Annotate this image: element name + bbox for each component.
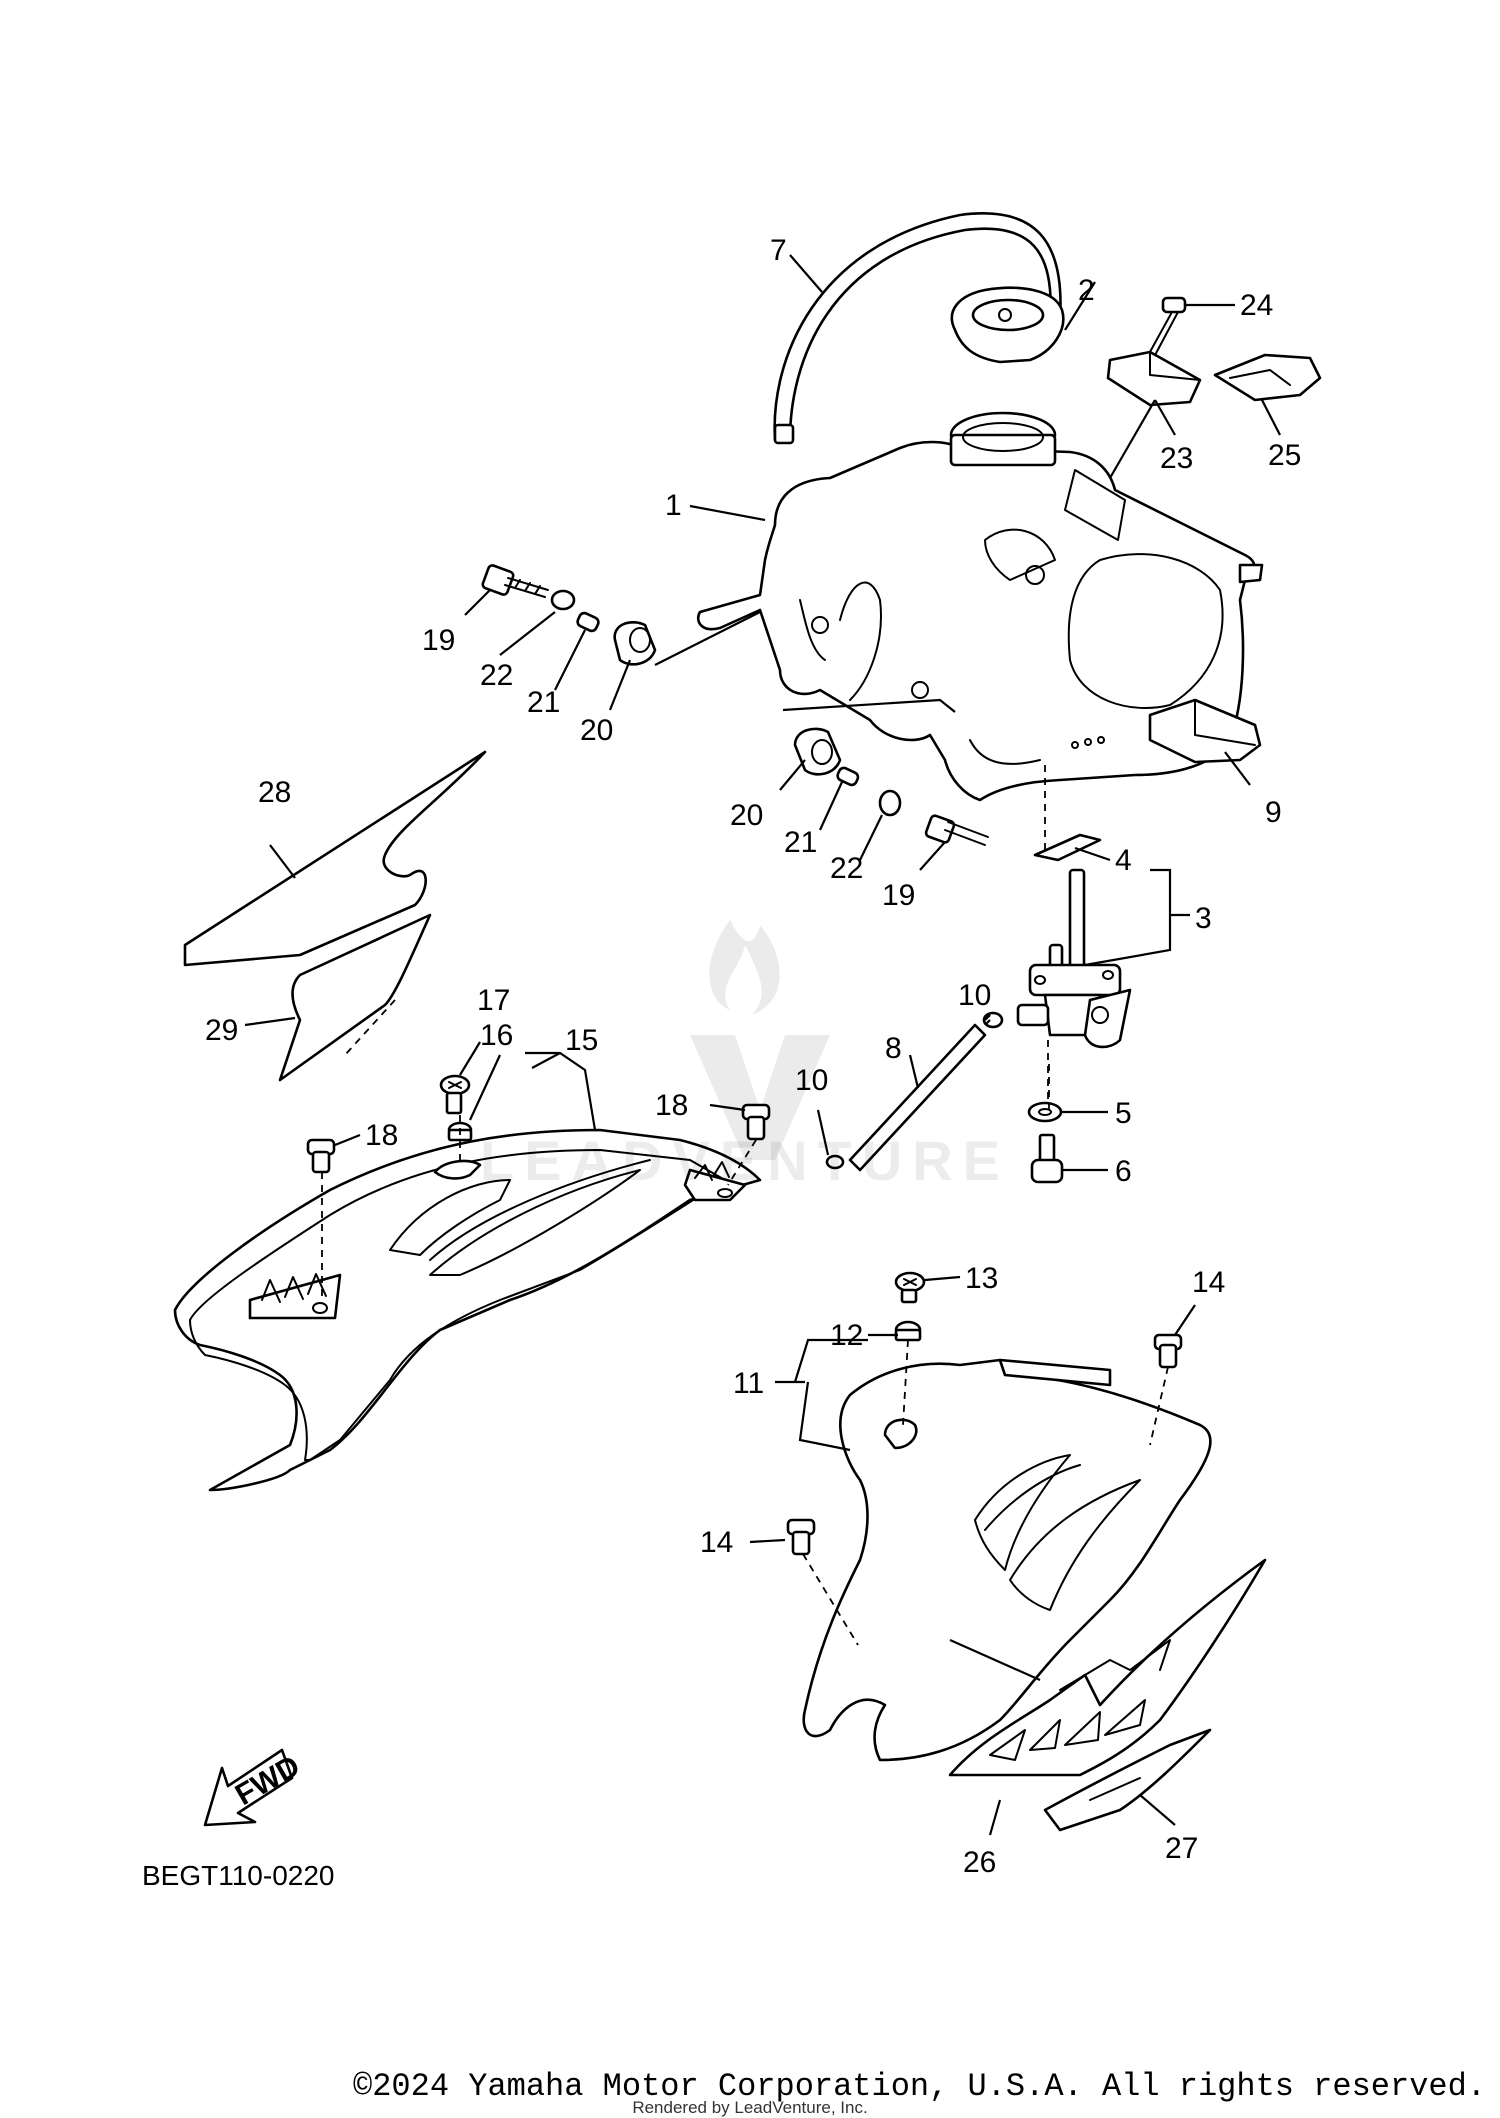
assembly-lines xyxy=(321,765,1169,1646)
callout-21-upper: 21 xyxy=(527,686,560,719)
callout-14-left: 14 xyxy=(700,1526,733,1559)
collar-12 xyxy=(894,1320,922,1342)
right-shroud xyxy=(802,1358,1212,1762)
callout-11: 11 xyxy=(733,1367,764,1400)
bolt-17 xyxy=(439,1074,471,1115)
callout-26: 26 xyxy=(963,1846,996,1879)
callout-27: 27 xyxy=(1165,1832,1198,1865)
rendered-by-notice: Rendered by LeadVenture, Inc. xyxy=(632,2098,868,2117)
bracket-23 xyxy=(1106,350,1202,407)
leader-lines xyxy=(244,254,1281,1836)
callout-12: 12 xyxy=(830,1319,863,1352)
clip-10b xyxy=(825,1154,845,1170)
decal-28 xyxy=(183,750,487,967)
callout-8: 8 xyxy=(885,1032,902,1065)
fuel-tank xyxy=(696,411,1264,802)
bolt-13 xyxy=(894,1271,926,1304)
watermark-text: LEADVENTURE xyxy=(480,1129,1011,1192)
callout-20-lower: 20 xyxy=(730,799,763,832)
decal-26 xyxy=(948,1558,1267,1777)
callout-22-upper: 22 xyxy=(480,659,513,692)
callout-19-upper: 19 xyxy=(422,624,455,657)
rivet-18-left xyxy=(306,1138,336,1174)
callout-6: 6 xyxy=(1115,1155,1132,1188)
callout-25: 25 xyxy=(1268,439,1301,472)
fuel-hose xyxy=(848,1023,987,1172)
callout-18-right: 18 xyxy=(655,1089,688,1122)
gasket-4 xyxy=(1033,833,1102,862)
mount-set-upper xyxy=(481,564,657,666)
callout-20-upper: 20 xyxy=(580,714,613,747)
callout-10-lower: 10 xyxy=(795,1064,828,1097)
callout-3: 3 xyxy=(1195,902,1212,935)
callout-21-lower: 21 xyxy=(784,826,817,859)
callout-23: 23 xyxy=(1160,442,1193,475)
callout-17: 17 xyxy=(477,984,510,1017)
callout-4: 4 xyxy=(1115,844,1132,877)
callout-2: 2 xyxy=(1078,274,1095,307)
copyright-notice: ©2024 Yamaha Motor Corporation, U.S.A. A… xyxy=(353,2068,1486,2105)
mount-set-lower xyxy=(793,727,989,846)
fuel-cock xyxy=(1016,868,1132,1049)
fwd-arrow-icon: FWD xyxy=(203,1748,306,1827)
callout-9: 9 xyxy=(1265,796,1282,829)
callout-5: 5 xyxy=(1115,1097,1132,1130)
decal-29 xyxy=(278,913,432,1082)
clip-10a xyxy=(982,1011,1004,1029)
callout-18-left: 18 xyxy=(365,1119,398,1152)
callout-24: 24 xyxy=(1240,289,1273,322)
watermark-logo xyxy=(690,920,830,1160)
callout-16: 16 xyxy=(480,1019,513,1052)
bracket-9 xyxy=(1148,698,1262,764)
callout-labels: 7 2 24 23 25 1 19 22 21 20 20 21 22 19 9… xyxy=(205,234,1301,1879)
callout-13: 13 xyxy=(965,1262,998,1295)
callout-28: 28 xyxy=(258,776,291,809)
left-shroud xyxy=(173,1128,762,1492)
diagram-code: BEGT110-0220 xyxy=(142,1860,335,1891)
rivet-14-left xyxy=(786,1518,816,1556)
bolt-6 xyxy=(1030,1133,1064,1184)
bracket-25 xyxy=(1213,353,1322,402)
callout-22-lower: 22 xyxy=(830,852,863,885)
callout-19-lower: 19 xyxy=(882,879,915,912)
callout-7: 7 xyxy=(770,234,787,267)
fuel-cap xyxy=(950,286,1065,364)
callout-14-right: 14 xyxy=(1192,1266,1225,1299)
rivet-14-right xyxy=(1153,1333,1183,1369)
decal-27 xyxy=(1043,1728,1212,1832)
callout-10-upper: 10 xyxy=(958,979,991,1012)
callout-29: 29 xyxy=(205,1014,238,1047)
rivet-18-right xyxy=(741,1103,771,1141)
callout-15: 15 xyxy=(565,1024,598,1057)
washer-5 xyxy=(1027,1101,1063,1123)
callout-1: 1 xyxy=(665,489,682,522)
